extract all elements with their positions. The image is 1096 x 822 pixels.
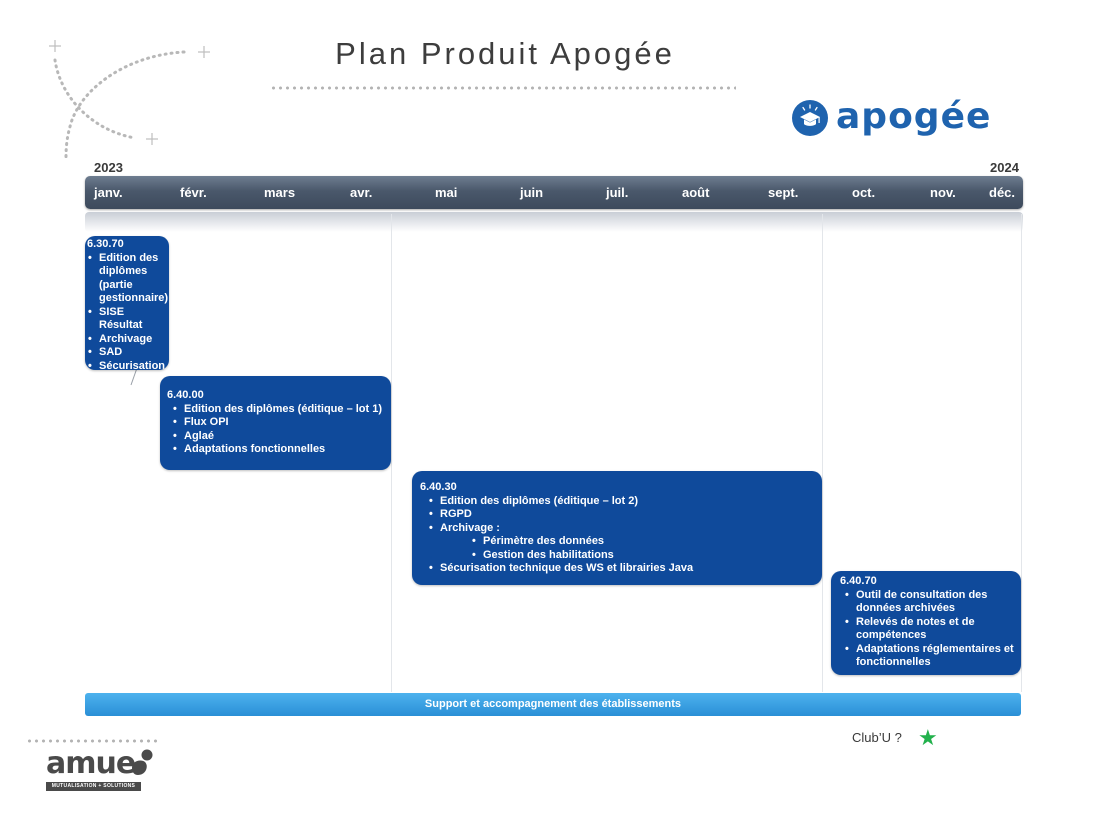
month-label: mars: [264, 185, 296, 200]
release-item: Edition des diplômes (éditique – lot 2): [428, 495, 816, 509]
release-item: Aglaé: [172, 430, 385, 444]
release-items: Edition des diplômes (éditique – lot 2) …: [420, 495, 816, 576]
month-label: nov.: [930, 185, 956, 200]
amue-tagline: MUTUALISATION + SOLUTIONS: [46, 782, 141, 791]
release-box: 6.30.70 Edition des diplômes (partie ges…: [85, 236, 169, 370]
month-label: oct.: [852, 185, 876, 200]
month-label: mai: [435, 185, 458, 200]
month-label: déc.: [989, 185, 1016, 200]
support-bar: Support et accompagnement des établissem…: [85, 693, 1021, 716]
release-item: Adaptations fonctionnelles: [172, 443, 385, 457]
connector-line: [130, 368, 138, 386]
title-underline: [270, 86, 736, 90]
release-item: SAD: [87, 346, 169, 360]
release-version: 6.40.00: [167, 389, 204, 401]
release-item: Archivage: [87, 333, 169, 347]
month-label: févr.: [180, 185, 207, 200]
page-title: Plan Produit Apogée: [335, 36, 675, 71]
release-subitem: Gestion des habilitations: [428, 549, 816, 563]
release-item: Edition des diplômes (partie gestionnair…: [87, 252, 169, 306]
year-start-label: 2023: [94, 160, 123, 175]
release-item: Edition des diplômes (éditique – lot 1): [172, 403, 385, 417]
release-item: Archivage :: [428, 522, 816, 536]
release-items: Edition des diplômes (partie gestionnair…: [87, 252, 169, 371]
month-label: janv.: [94, 185, 123, 200]
release-items: Edition des diplômes (éditique – lot 1) …: [167, 403, 385, 457]
month-label: août: [682, 185, 710, 200]
month-bar: janv. févr. mars avr. mai juin juil. aoû…: [85, 176, 1023, 209]
release-box: 6.40.30 Edition des diplômes (éditique –…: [412, 471, 822, 585]
month-label: juin: [520, 185, 544, 200]
release-items: Outil de consultation des données archiv…: [840, 589, 1015, 670]
release-box: 6.40.00 Edition des diplômes (éditique –…: [160, 376, 391, 470]
gridline: [391, 214, 392, 692]
month-label: avr.: [350, 185, 373, 200]
gridline: [822, 214, 823, 692]
release-item: Sécurisation SN: [87, 360, 169, 371]
gridline: [1021, 214, 1022, 692]
club-u-link[interactable]: Club’U ?: [852, 730, 902, 745]
amue-logo-text: amue: [46, 746, 136, 781]
month-label: juil.: [606, 185, 629, 200]
release-item: SISE Résultat: [87, 306, 169, 333]
release-version: 6.30.70: [87, 238, 124, 250]
release-subitem: Périmètre des données: [428, 535, 816, 549]
release-item: Adaptations réglementaires et fonctionne…: [844, 643, 1015, 670]
release-item: Flux OPI: [172, 416, 385, 430]
release-version: 6.40.30: [420, 481, 457, 493]
apogee-logo-text: apogée: [836, 96, 992, 137]
release-box: 6.40.70 Outil de consultation des donnée…: [831, 571, 1021, 675]
apogee-logo: apogée: [792, 96, 992, 138]
decorative-dotted-arcs: [49, 40, 210, 162]
release-version: 6.40.70: [840, 575, 877, 587]
release-item: RGPD: [428, 508, 816, 522]
amue-logo-mark-icon: [132, 749, 153, 775]
footer-dots: [26, 739, 158, 743]
timeline-shade: [85, 212, 1023, 232]
release-item: Outil de consultation des données archiv…: [844, 589, 1015, 616]
year-end-label: 2024: [990, 160, 1019, 175]
release-item: Relevés de notes et de compétences: [844, 616, 1015, 643]
star-icon: ★: [918, 725, 938, 750]
month-label: sept.: [768, 185, 799, 200]
graduation-cap-icon: [792, 100, 828, 136]
release-item: Sécurisation technique des WS et librair…: [428, 562, 816, 576]
